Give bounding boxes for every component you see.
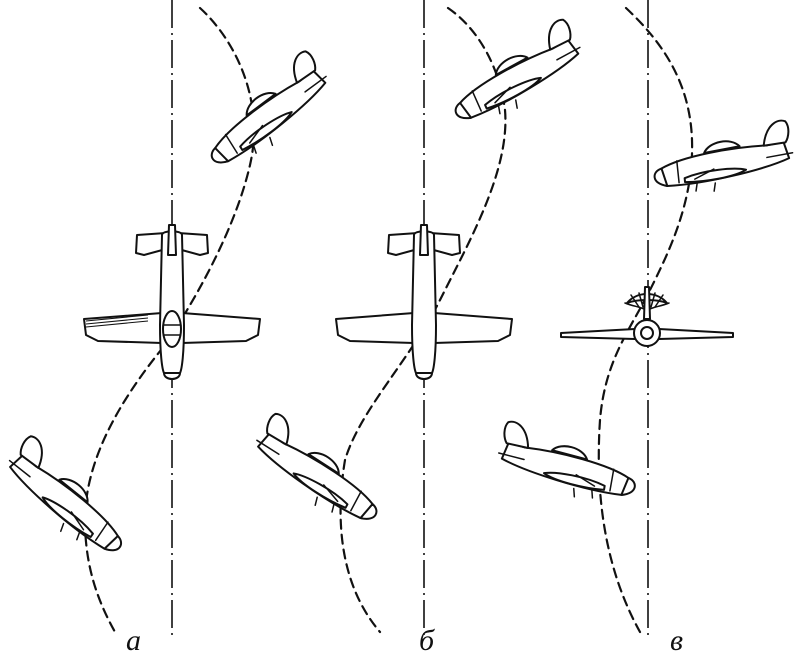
panel-label-b: б — [419, 624, 435, 657]
panel-label-v: в — [670, 624, 683, 657]
plane-side-upper-a — [188, 47, 343, 177]
plane-side-lower-a — [0, 432, 145, 565]
plane-side-lower-b — [241, 410, 397, 534]
panel-a: a — [0, 0, 343, 657]
plane-front-view-v — [560, 286, 734, 347]
panel-b: б — [241, 0, 594, 657]
plane-top-view-a — [83, 224, 261, 380]
plane-side-upper-b — [437, 16, 594, 133]
panel-v: в — [492, 0, 797, 657]
plane-side-upper-v — [649, 118, 797, 199]
plane-top-view-b — [335, 224, 513, 380]
panel-label-a: a — [126, 624, 141, 657]
plane-side-lower-v — [492, 419, 644, 508]
